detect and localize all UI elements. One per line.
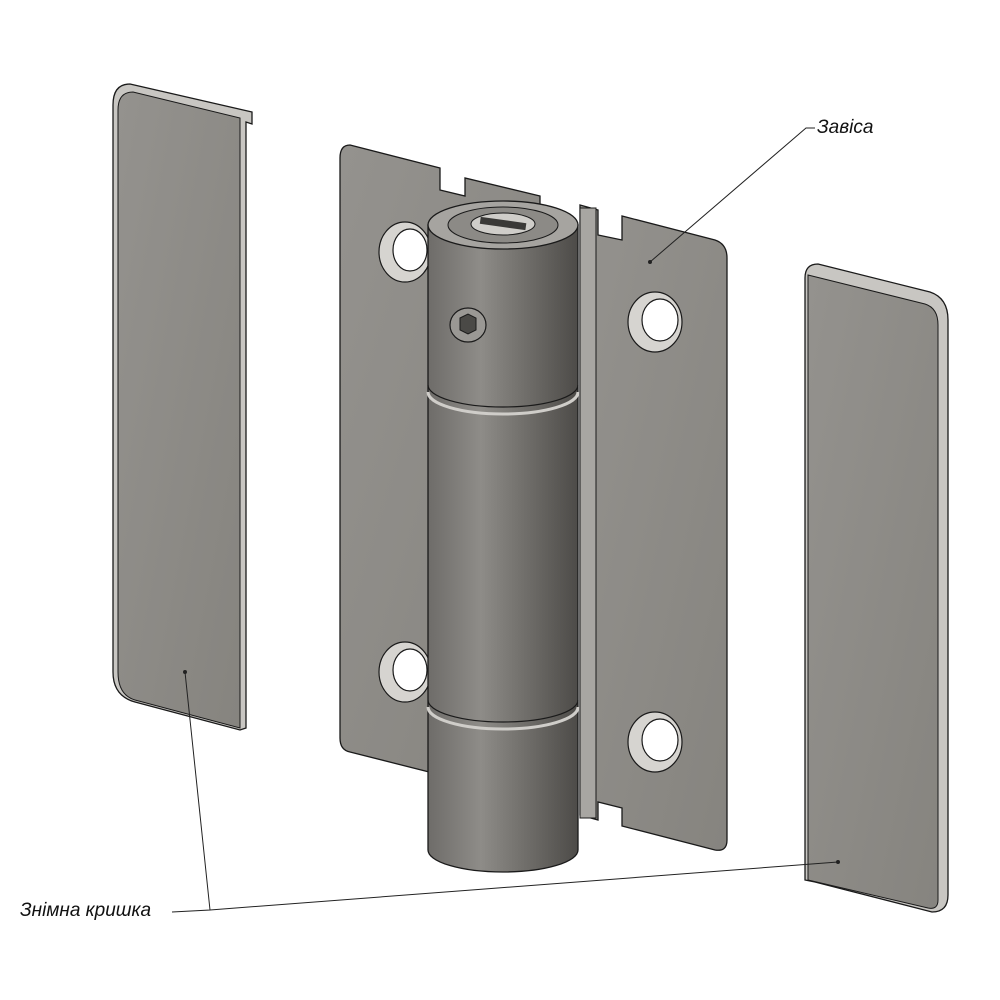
cover-leader-right: [209, 861, 839, 911]
removable-cover-label: Знімна кришка: [20, 900, 152, 921]
hinge-barrel: [426, 200, 580, 873]
hinge-label: Завіса: [817, 117, 874, 138]
hinge-right-leaf: [579, 204, 728, 851]
left-removable-cover: [112, 83, 253, 731]
mounting-holes: [378, 221, 683, 773]
hinge-leader: [649, 127, 815, 263]
leader-lines: [171, 127, 840, 913]
right-removable-cover: [804, 263, 949, 913]
hex-set-screw-icon: [449, 307, 487, 343]
hinge: [339, 144, 728, 873]
